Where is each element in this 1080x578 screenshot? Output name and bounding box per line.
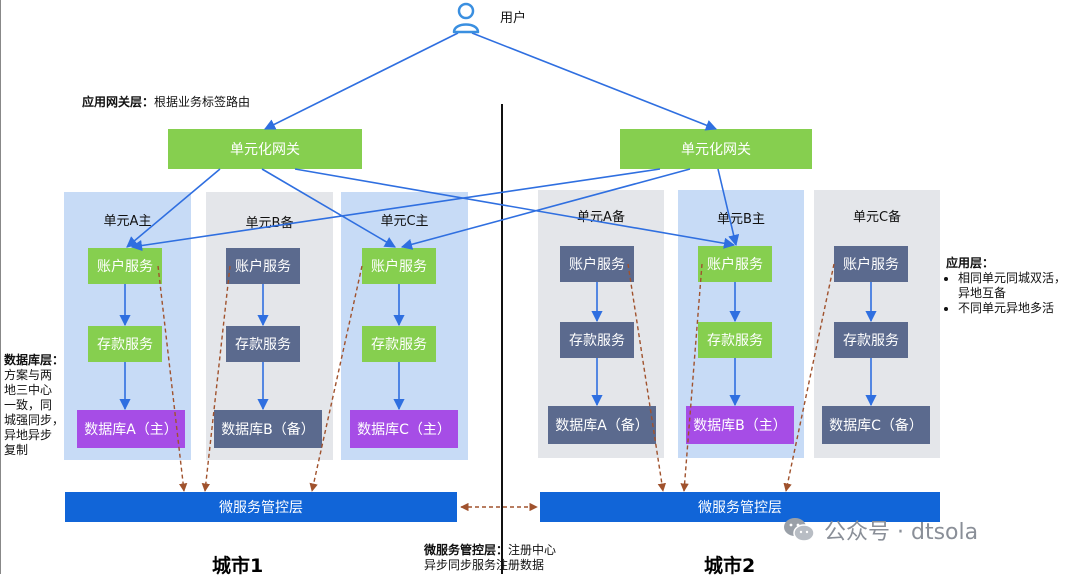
db-note-line-1: 方案与两 xyxy=(4,368,53,382)
account-service-a-backup: 账户服务 xyxy=(560,246,634,282)
watermark-text: 公众号 · dtsola xyxy=(824,520,979,545)
watermark: 公众号 · dtsola xyxy=(782,514,978,546)
database-c-standby: 数据库C（备） xyxy=(822,406,930,444)
deposit-service-a-main: 存款服务 xyxy=(88,326,162,362)
db-note-line-3: 一致，同 xyxy=(4,398,53,412)
database-b-primary: 数据库B（主） xyxy=(686,406,794,444)
unit-c-backup-label: 单元C备 xyxy=(852,210,902,225)
db-note-line-2: 地三中心 xyxy=(4,383,53,397)
gateway-note: 应用网关层：根据业务标签路由 xyxy=(82,95,250,110)
database-a-standby: 数据库A（备） xyxy=(548,406,656,444)
account-service-b-main: 账户服务 xyxy=(698,246,772,282)
ms-note-line-2: 异步同步服务注册数据 xyxy=(424,558,545,572)
deposit-service-c-backup: 存款服务 xyxy=(834,322,908,358)
deposit-service-b-backup: 存款服务 xyxy=(226,326,300,362)
database-c-primary: 数据库C（主） xyxy=(350,410,458,448)
user-icon xyxy=(452,2,480,34)
db-note-title: 数据库层： xyxy=(4,353,65,367)
deposit-service-b-main: 存款服务 xyxy=(698,322,772,358)
city-2-label: 城市2 xyxy=(704,555,756,577)
control-layer-city2: 微服务管控层 xyxy=(540,492,940,522)
gateway-note-text: 根据业务标签路由 xyxy=(154,95,251,109)
app-note-item-1: 相同单元同城双活，异地互备 xyxy=(958,271,1076,301)
deposit-service-c-main: 存款服务 xyxy=(362,326,436,362)
ms-note: 微服务管控层：注册中心 异步同步服务注册数据 xyxy=(424,543,556,573)
ms-note-title: 微服务管控层： xyxy=(424,543,509,557)
gateway-note-title: 应用网关层： xyxy=(82,95,155,109)
unit-a-backup-label: 单元A备 xyxy=(577,210,625,225)
account-service-b-backup: 账户服务 xyxy=(226,248,300,284)
gateway-city1: 单元化网关 xyxy=(168,129,362,169)
db-note-line-6: 复制 xyxy=(4,443,29,457)
unit-b-main-label: 单元B主 xyxy=(717,212,765,227)
route-user-gw2 xyxy=(471,32,718,131)
frame-edge xyxy=(0,0,1,574)
app-note-title: 应用层： xyxy=(946,256,995,270)
app-note-item-2: 不同单元异地多活 xyxy=(958,301,1076,316)
unit-b-backup-label: 单元B备 xyxy=(245,216,294,231)
app-note: 应用层： 相同单元同城双活，异地互备 不同单元异地多活 xyxy=(946,256,1076,316)
unit-c-main-label: 单元C主 xyxy=(380,214,429,229)
ms-note-line-1: 注册中心 xyxy=(508,543,557,557)
route-user-gw1 xyxy=(263,32,459,130)
database-b-standby: 数据库B（备） xyxy=(214,410,322,448)
city-divider xyxy=(501,104,503,574)
gateway-city2: 单元化网关 xyxy=(620,129,812,169)
db-note: 数据库层： 方案与两 地三中心 一致，同 城强同步， 异地异步 复制 xyxy=(4,353,66,458)
db-note-line-5: 异地异步 xyxy=(4,428,53,442)
account-service-a-main: 账户服务 xyxy=(88,248,162,284)
control-layer-city1: 微服务管控层 xyxy=(65,492,457,522)
deposit-service-a-backup: 存款服务 xyxy=(560,322,634,358)
account-service-c-backup: 账户服务 xyxy=(834,246,908,282)
city-1-label: 城市1 xyxy=(212,555,264,577)
unit-a-main-label: 单元A主 xyxy=(103,214,152,229)
wechat-icon xyxy=(784,518,815,542)
account-service-c-main: 账户服务 xyxy=(362,248,436,284)
user-node xyxy=(449,0,485,36)
db-note-line-4: 城强同步， xyxy=(4,413,65,427)
database-a-primary: 数据库A（主） xyxy=(77,410,185,448)
user-label: 用户 xyxy=(500,11,527,26)
